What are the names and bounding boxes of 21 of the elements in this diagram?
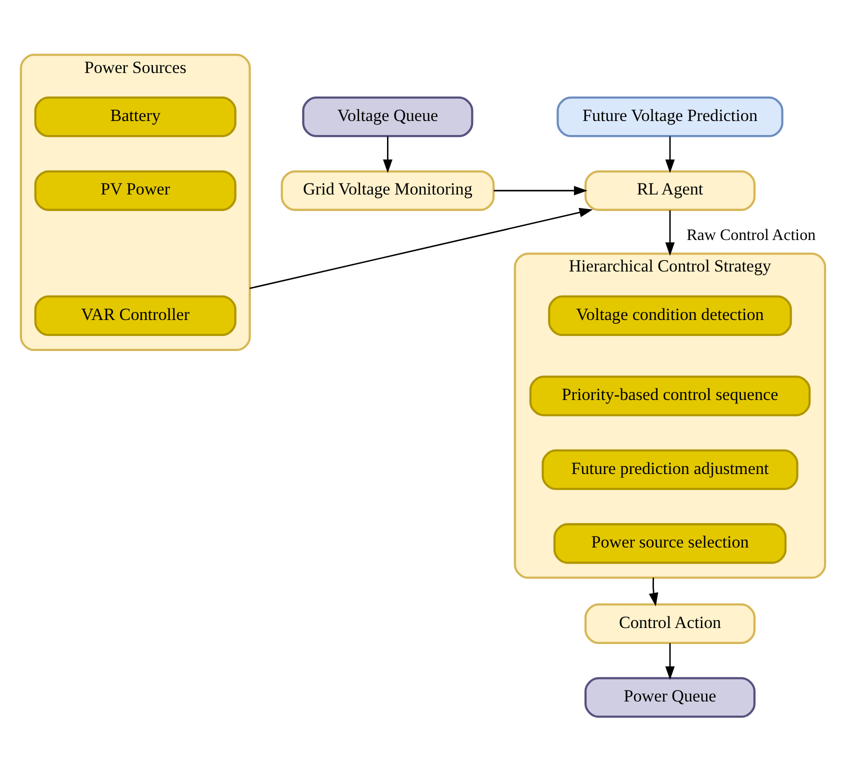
- node-box: Power Queue: [584, 677, 756, 718]
- node-box: Future prediction adjustment: [542, 449, 798, 490]
- arrow: [494, 186, 588, 196]
- arrow: [665, 643, 675, 680]
- node-box: VAR Controller: [34, 295, 236, 336]
- arrow: [250, 208, 593, 290]
- node-box: Voltage Queue: [302, 96, 474, 138]
- arrow: [665, 136, 675, 174]
- node-box: RL Agent: [584, 170, 756, 211]
- node-box: Future Voltage Prediction: [556, 96, 784, 138]
- node-box: PV Power: [34, 170, 236, 211]
- arrow: [648, 578, 658, 606]
- node-box: Grid Voltage Monitoring: [280, 170, 495, 211]
- arrow: [383, 136, 392, 174]
- node-box: Voltage condition detection: [548, 295, 792, 336]
- arrow: [665, 210, 675, 256]
- node-box: Power source selection: [553, 523, 787, 564]
- node-box: Control Action: [584, 603, 756, 644]
- edge-label: Raw Control Action: [686, 226, 816, 244]
- node-box: Battery: [34, 96, 236, 138]
- node-box: Priority-based control sequence: [529, 376, 811, 416]
